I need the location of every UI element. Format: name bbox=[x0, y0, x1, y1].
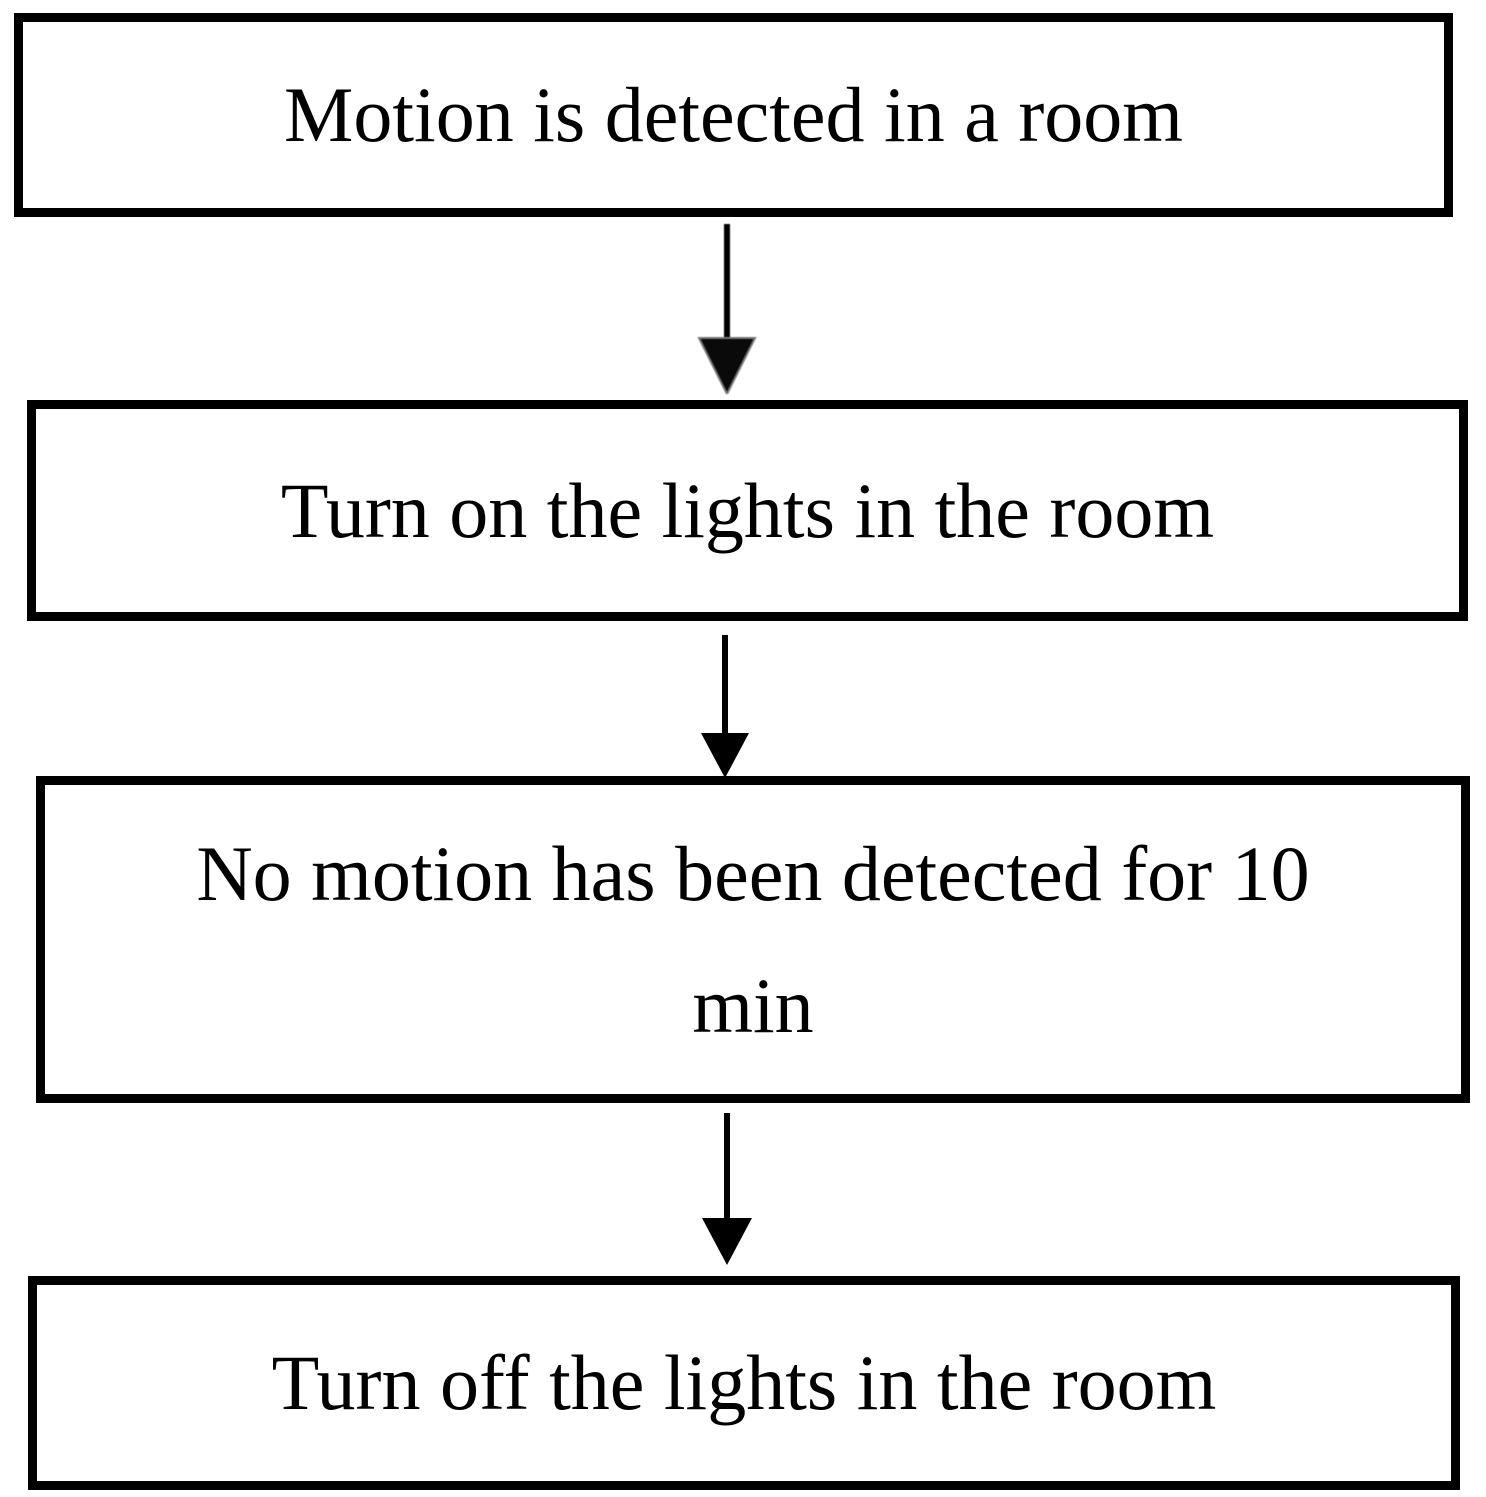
flow-step-label-line-1: No motion has been detected for 10 bbox=[196, 830, 1310, 918]
down-arrow-icon bbox=[695, 635, 755, 778]
flow-step-turn-on-lights: Turn on the lights in the room bbox=[27, 400, 1468, 621]
flow-step-label-line-2: min bbox=[692, 961, 814, 1049]
flow-step-no-motion-10min: No motion has been detected for 10 min bbox=[36, 776, 1470, 1103]
flow-step-motion-detected: Motion is detected in a room bbox=[14, 13, 1453, 217]
flow-step-label: Turn on the lights in the room bbox=[280, 466, 1215, 554]
flow-step-turn-off-lights: Turn off the lights in the room bbox=[28, 1276, 1460, 1490]
flow-step-label: Motion is detected in a room bbox=[284, 71, 1183, 159]
down-arrow-icon bbox=[697, 224, 757, 397]
flow-step-label: Turn off the lights in the room bbox=[271, 1339, 1217, 1427]
down-arrow-icon bbox=[697, 1113, 757, 1265]
